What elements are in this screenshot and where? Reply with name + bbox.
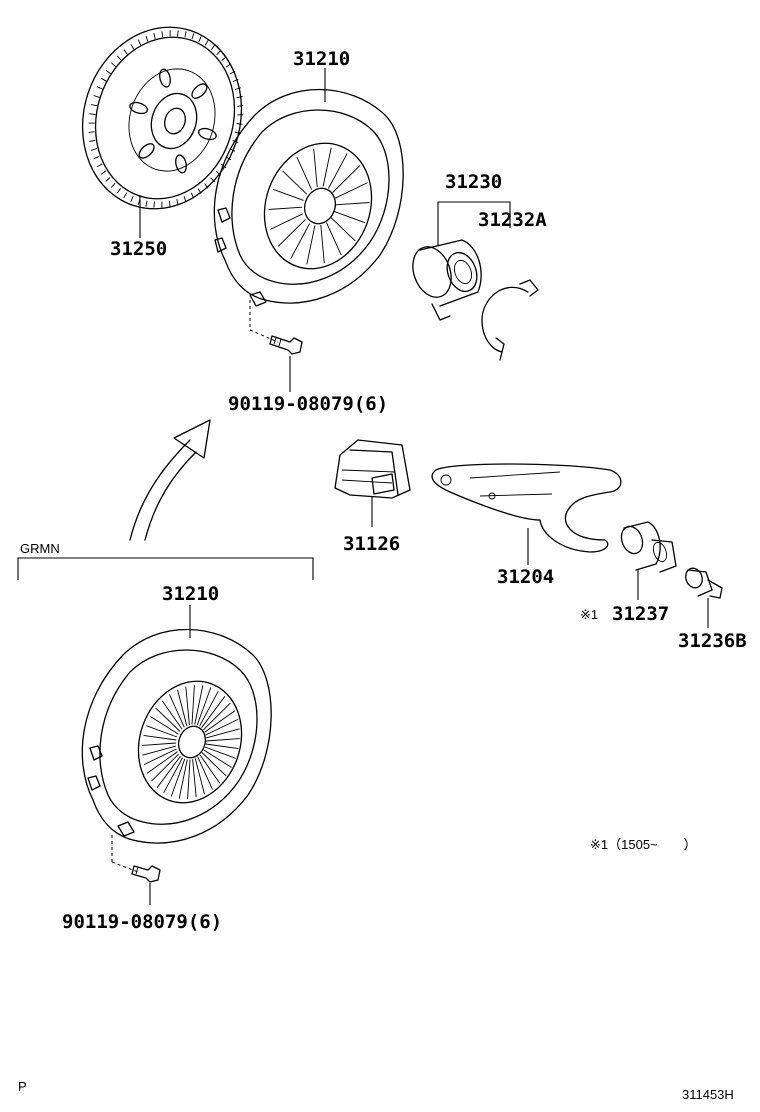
part-number-31237[interactable]: 31237	[612, 603, 669, 625]
bolt-drawing-grmn[interactable]	[131, 865, 161, 883]
clutch-cover-drawing[interactable]	[213, 88, 404, 307]
clutch-cover-grmn-drawing[interactable]	[81, 628, 272, 844]
pivot-drawing[interactable]	[618, 521, 677, 573]
pivot-stud-drawing[interactable]	[683, 566, 723, 599]
release-fork-drawing[interactable]	[431, 463, 622, 553]
part-number-31232a[interactable]: 31232A	[478, 209, 547, 231]
part-number-31236b[interactable]: 31236B	[678, 630, 747, 652]
bolt-drawing-top[interactable]	[269, 335, 303, 355]
part-number-31126[interactable]: 31126	[343, 533, 400, 555]
clutch-disc-drawing[interactable]	[59, 6, 264, 229]
part-number-bolt-top[interactable]: 90119-08079(6)	[228, 393, 388, 415]
footnote: ※1（1505~ ）	[590, 837, 697, 852]
group-bracket	[17, 557, 314, 580]
release-fork-boot-drawing[interactable]	[334, 439, 411, 499]
diagram-id: 311453H	[682, 1087, 734, 1102]
part-number-31210-grmn[interactable]: 31210	[162, 583, 219, 605]
leader-31230	[437, 201, 511, 245]
direction-arrow	[129, 419, 211, 541]
part-number-31210-top[interactable]: 31210	[293, 48, 350, 70]
pivot-mark: ※1	[580, 607, 598, 622]
corner-mark-p: P	[18, 1079, 27, 1094]
part-number-31204[interactable]: 31204	[497, 566, 554, 588]
group-label-grmn: GRMN	[20, 541, 60, 556]
part-number-31230[interactable]: 31230	[445, 171, 502, 193]
release-bearing-drawing[interactable]	[406, 239, 482, 321]
part-number-31250[interactable]: 31250	[110, 238, 167, 260]
part-number-bolt-grmn[interactable]: 90119-08079(6)	[62, 911, 222, 933]
clip-drawing[interactable]	[481, 279, 539, 361]
